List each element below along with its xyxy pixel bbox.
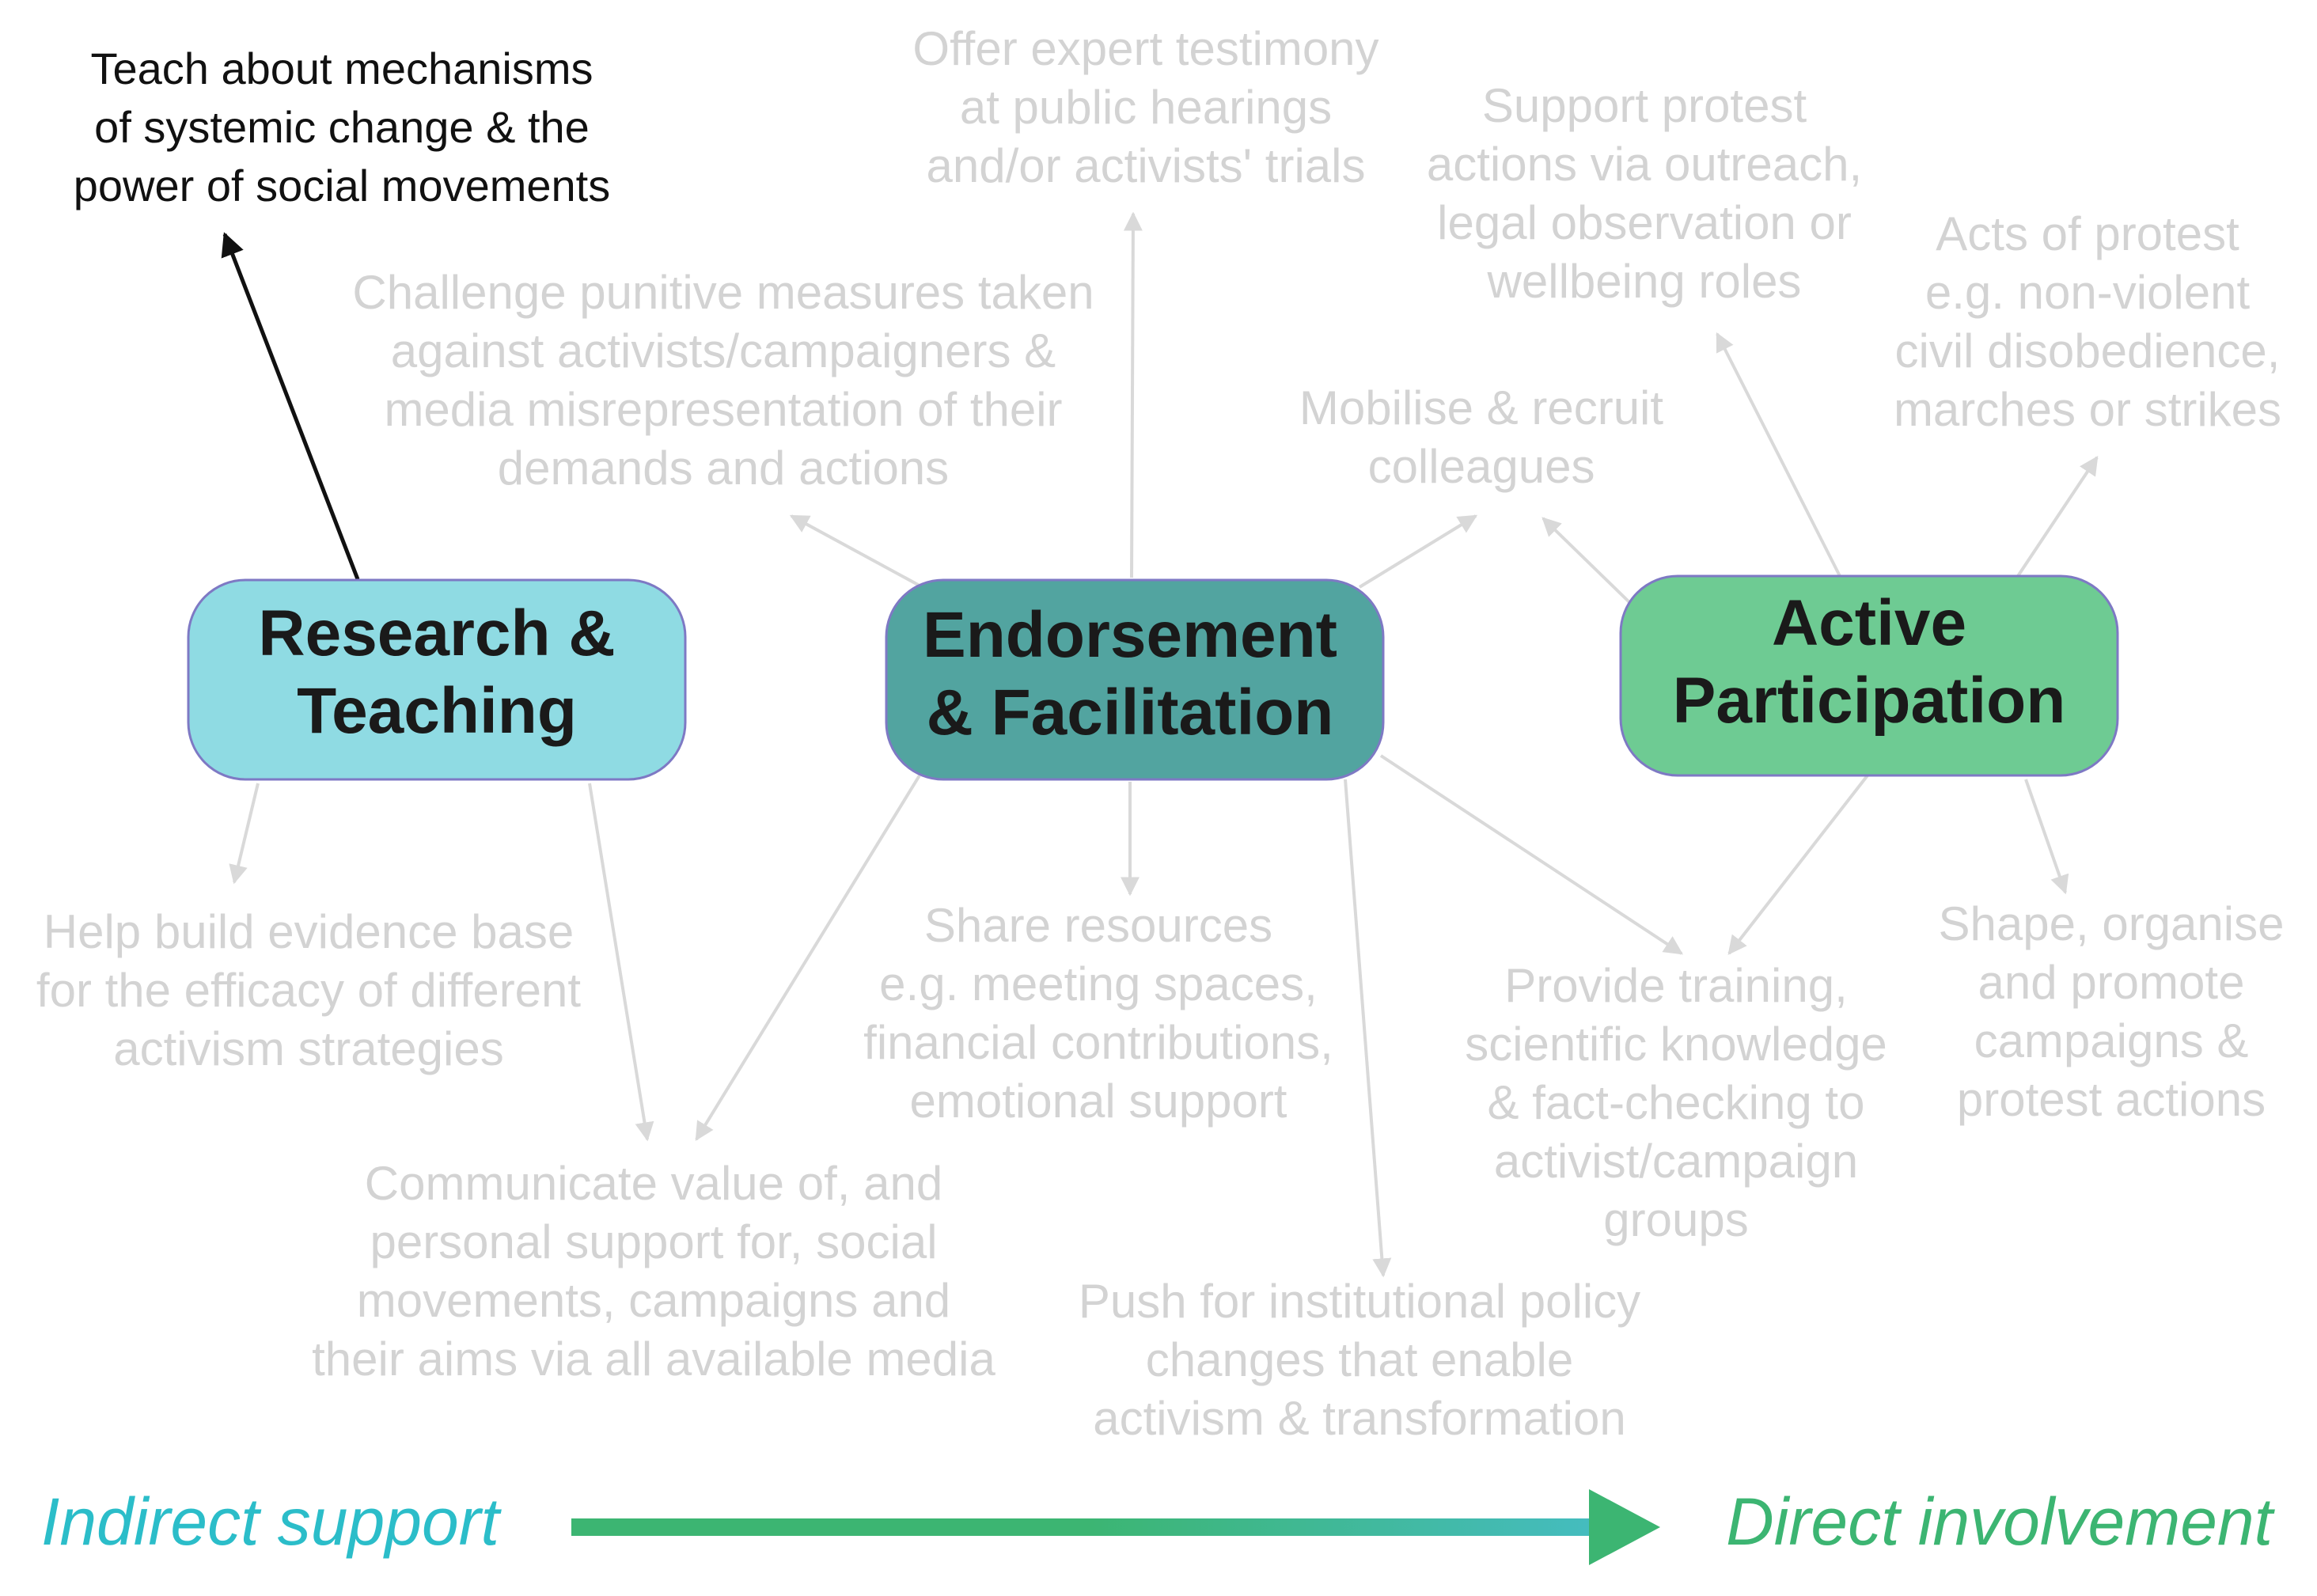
arrow-active-to-shape	[2024, 779, 2069, 895]
hub-endorsement-label: Endorsement& Facilitation	[923, 599, 1337, 749]
axis-arrow-head	[1589, 1489, 1660, 1565]
arrow-research-to-teach	[221, 232, 360, 580]
text-line: Teach about mechanisms	[90, 44, 593, 93]
action-teach: Teach about mechanisms of systemic change…	[74, 44, 611, 210]
text-line: scientific knowledge	[1465, 1018, 1887, 1071]
text-line: power of social movements	[74, 161, 611, 210]
text-line: Push for institutional policy	[1079, 1275, 1640, 1328]
hub-research-teaching: Research &Teaching	[187, 578, 687, 781]
text-line: their aims via all available media	[312, 1333, 995, 1386]
text-line: and/or activists' trials	[927, 139, 1366, 192]
text-line: Offer expert testimony	[912, 22, 1378, 75]
text-line: Help build evidence base	[44, 905, 574, 958]
text-line: Communicate value of, and	[365, 1157, 942, 1210]
arrow-research-to-evidence	[229, 783, 260, 885]
text-line: protest actions	[1957, 1073, 2266, 1126]
text-line: movements, campaigns and	[357, 1274, 950, 1327]
hub-active-box	[1619, 574, 2119, 777]
hub-endorsement-facilitation: Endorsement& Facilitation	[885, 578, 1385, 781]
arrow-endorsement-to-challenge	[789, 514, 920, 587]
text-line: e.g. meeting spaces,	[879, 957, 1318, 1010]
action-mobilise: Mobilise & recruit colleagues	[1299, 381, 1663, 493]
text-line: demands and actions	[498, 442, 949, 495]
action-support-protest: Support protest actions via outreach,lega…	[1427, 79, 1862, 308]
text-line: & Facilitation	[927, 677, 1334, 749]
text-line: Research &	[258, 597, 615, 669]
text-line: Acts of protest	[1936, 207, 2239, 260]
action-training: Provide training, scientific knowledge& f…	[1465, 959, 1887, 1246]
text-line: marches or strikes	[1894, 383, 2281, 436]
arrow-research-to-communicate	[588, 783, 654, 1142]
text-line: wellbeing roles	[1487, 255, 1802, 308]
text-line: for the efficacy of different	[36, 964, 582, 1017]
text-line: Support protest	[1482, 79, 1807, 132]
text-line: civil disobedience,	[1895, 324, 2281, 377]
text-line: Challenge punitive measures taken	[352, 266, 1094, 319]
action-evidence: Help build evidence base for the efficacy…	[36, 905, 582, 1075]
text-line: emotional support	[910, 1075, 1287, 1128]
hub-research-box	[187, 578, 687, 781]
text-line: activism & transformation	[1093, 1392, 1626, 1445]
text-line: Participation	[1673, 665, 2066, 737]
text-line: activism strategies	[113, 1022, 503, 1075]
text-line: at public hearings	[960, 81, 1332, 134]
text-line: actions via outreach,	[1427, 138, 1862, 191]
arrow-endorsement-to-testimony	[1123, 211, 1143, 578]
text-line: & fact-checking to	[1488, 1076, 1865, 1129]
connector-arrows	[221, 211, 2099, 1278]
text-line: personal support for, social	[370, 1215, 937, 1268]
action-testimony: Offer expert testimony at public hearings…	[912, 22, 1378, 192]
text-line: changes that enable	[1146, 1333, 1573, 1386]
arrow-endorsement-to-communicate	[695, 774, 921, 1142]
hub-endorsement-box	[885, 578, 1385, 781]
text-line: e.g. non-violent	[1925, 266, 2251, 319]
axis-direct-label: Direct involvement	[1726, 1484, 2276, 1559]
arrow-active-to-acts-protest	[2016, 456, 2099, 578]
arrow-endorsement-to-push	[1344, 779, 1392, 1278]
text-line: Provide training,	[1504, 959, 1848, 1012]
text-line: financial contributions,	[863, 1016, 1333, 1069]
axis-arrow-shaft	[571, 1518, 1600, 1536]
support-axis: Indirect support Direct involvement	[41, 1484, 2276, 1565]
arrow-active-to-training	[1727, 774, 1869, 955]
text-line: Shape, organise	[1939, 897, 2285, 950]
text-line: and promote	[1978, 956, 2245, 1009]
arrow-endorsement-to-mobilise	[1358, 514, 1478, 589]
text-line: groups	[1603, 1193, 1748, 1246]
text-line: Share resources	[924, 899, 1272, 952]
text-line: activist/campaign	[1494, 1135, 1858, 1188]
action-labels: Teach about mechanisms of systemic change…	[36, 22, 2285, 1445]
text-line: against activists/campaigners &	[391, 324, 1056, 377]
arrow-active-to-support-protest	[1716, 332, 1841, 577]
text-line: Endorsement	[923, 599, 1337, 671]
hub-research-label: Research &Teaching	[258, 597, 615, 747]
text-line: Mobilise & recruit	[1299, 381, 1663, 434]
text-line: of systemic change & the	[94, 102, 590, 152]
arrow-active-to-mobilise	[1542, 517, 1632, 605]
axis-indirect-label: Indirect support	[41, 1484, 502, 1559]
text-line: campaigns &	[1974, 1014, 2249, 1067]
text-line: Teaching	[297, 675, 577, 747]
text-line: legal observation or	[1437, 196, 1852, 249]
text-line: colleagues	[1368, 440, 1595, 493]
arrow-endorsement-to-training	[1379, 754, 1684, 955]
text-line: Active	[1772, 587, 1966, 659]
text-line: media misrepresentation of their	[384, 383, 1062, 436]
